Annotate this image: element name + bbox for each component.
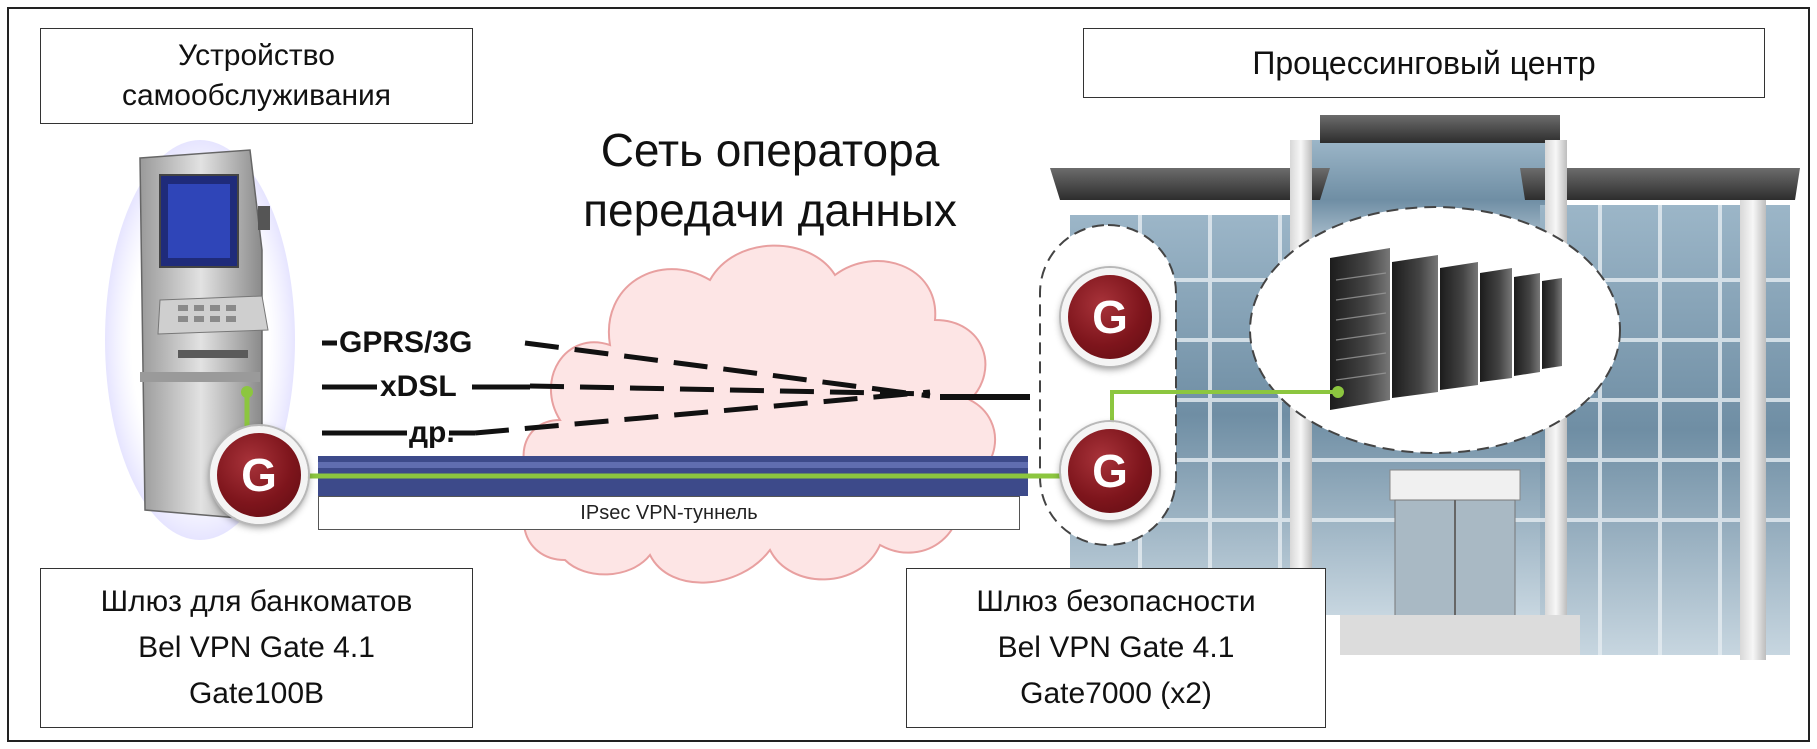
tunnel-label: IPsec VPN-туннель — [318, 496, 1020, 530]
center-label: Процессинговый центр — [1252, 44, 1596, 81]
center-label-box: Процессинговый центр — [1083, 28, 1765, 98]
atm-gateway-line2: Bel VPN Gate 4.1 — [138, 631, 375, 664]
cloud-title-line1: Сеть оператора — [600, 124, 940, 176]
building-roof-left — [1050, 168, 1330, 200]
device-label-line1: Устройство — [178, 39, 335, 72]
cloud-title: Сеть оператора передачи данных — [520, 120, 1020, 240]
server-racks — [1330, 248, 1562, 410]
dashed-links — [322, 340, 1030, 436]
building-steps — [1340, 615, 1580, 655]
security-gateway-line3: Gate7000 (x2) — [1020, 677, 1212, 710]
device-label-box: Устройство самообслуживания — [40, 28, 473, 124]
atm-gateway-line3: Gate100B — [188, 677, 325, 710]
atm-gate-badge: G — [210, 426, 308, 524]
outer-frame — [7, 7, 1810, 742]
building-canopy — [1389, 469, 1521, 501]
building-roof-right — [1520, 168, 1800, 200]
security-gateway-box: Шлюз безопасности Bel VPN Gate 4.1 Gate7… — [906, 568, 1326, 728]
security-gateway-line2: Bel VPN Gate 4.1 — [997, 631, 1235, 664]
gprs-label: GPRS/3G — [339, 326, 473, 359]
other-link — [474, 389, 931, 436]
building-roof-top — [1320, 115, 1560, 143]
other-label: др. — [409, 416, 455, 449]
atm-gateway-line1: Шлюз для банкоматов — [100, 585, 413, 618]
cluster-gate-badge-top: G — [1061, 268, 1159, 366]
network-cloud — [522, 244, 996, 584]
device-label-line2: самообслуживания — [121, 79, 392, 112]
building-pillar — [1740, 200, 1766, 660]
security-gateway-line1: Шлюз безопасности — [976, 585, 1256, 618]
cloud-title-line2: передачи данных — [583, 184, 957, 236]
xdsl-label: xDSL — [380, 370, 457, 403]
xdsl-link — [529, 383, 931, 397]
cluster-gate-badge-bottom: G — [1061, 422, 1159, 520]
gprs-link — [524, 340, 931, 399]
atm-gateway-box: Шлюз для банкоматов Bel VPN Gate 4.1 Gat… — [40, 568, 473, 728]
